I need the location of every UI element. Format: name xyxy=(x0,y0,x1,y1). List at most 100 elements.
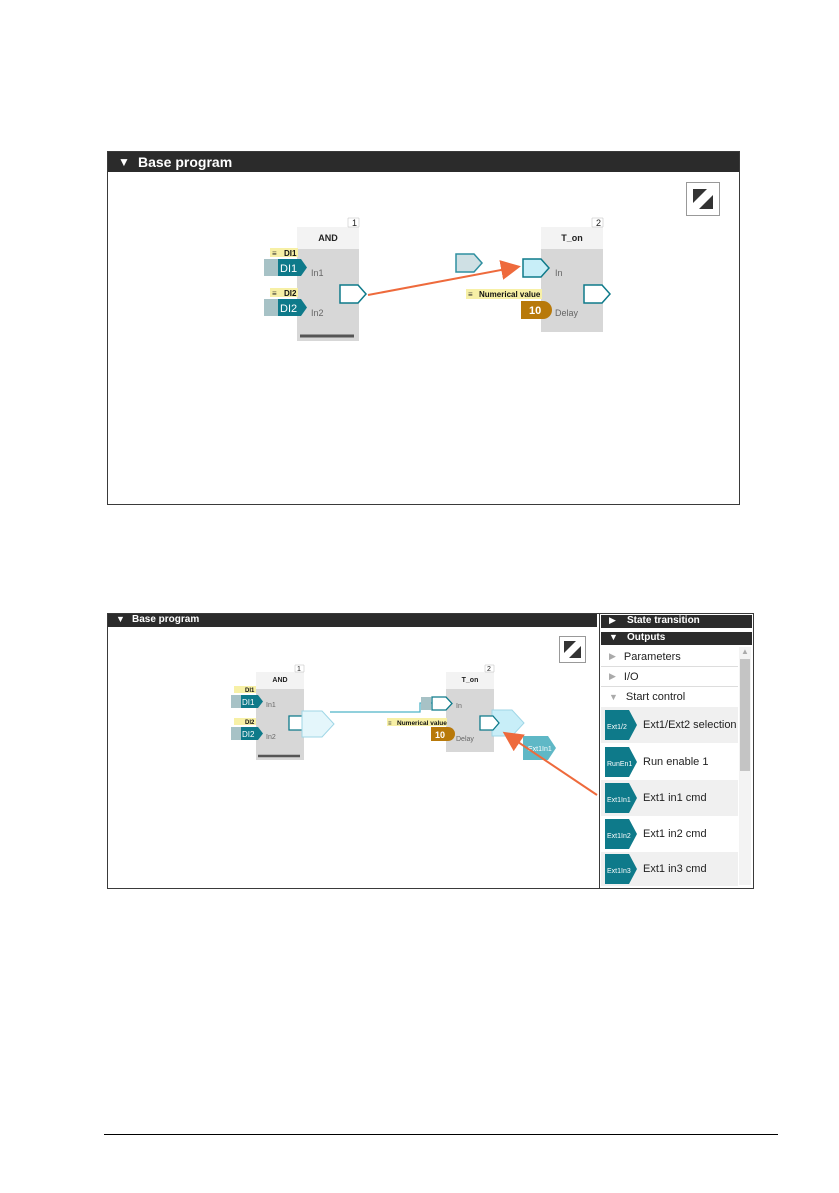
di1-input-tag-2[interactable]: DI1 DI1 xyxy=(231,686,263,708)
header-title: Base program xyxy=(132,614,200,625)
fit-view-button[interactable] xyxy=(686,182,720,216)
output-item-label: Ext1 in3 cmd xyxy=(643,863,707,875)
dragged-port[interactable] xyxy=(455,253,484,273)
delay-value: 10 xyxy=(435,730,445,740)
output-tag-icon: Ext1In2 xyxy=(605,819,637,849)
parameters-label: Parameters xyxy=(623,650,681,663)
output-tag-icon: Ext1In1 xyxy=(605,783,637,813)
ton-in-label: In xyxy=(456,703,462,710)
and-in2-label: In2 xyxy=(311,308,324,318)
output-tag-icon: Ext1/2 xyxy=(605,710,637,740)
io-group[interactable]: ▶ I/O xyxy=(601,667,738,687)
collapse-triangle-icon[interactable]: ▼ xyxy=(609,632,618,642)
collapse-triangle-icon[interactable]: ▼ xyxy=(118,155,130,169)
di1-label: DI1 xyxy=(245,688,255,694)
and-in1-label: In1 xyxy=(266,702,276,709)
output-item-label: Ext1/Ext2 selection xyxy=(643,719,737,731)
ton-in-port[interactable] xyxy=(431,696,453,711)
parameters-group[interactable]: ▶ Parameters xyxy=(601,647,738,667)
di1-tag: DI1 xyxy=(280,263,297,275)
svg-text:Ext1In1: Ext1In1 xyxy=(607,797,631,804)
program-canvas-1[interactable] xyxy=(107,151,740,505)
output-tag-icon: RunEn1 xyxy=(605,747,637,777)
and-output-port[interactable] xyxy=(339,284,368,304)
fit-view-button-2[interactable] xyxy=(559,636,586,663)
di1-tag: DI1 xyxy=(242,698,255,707)
di1-input-tag[interactable]: ≡ DI1 DI1 xyxy=(264,248,307,276)
expand-triangle-icon: ▶ xyxy=(609,651,616,661)
output-item[interactable]: RunEn1 Run enable 1 xyxy=(601,744,738,780)
output-item[interactable]: Ext1In3 Ext1 in3 cmd xyxy=(601,852,738,886)
scroll-thumb[interactable] xyxy=(740,659,750,771)
and-block-2[interactable]: AND 1 In1 In2 xyxy=(256,664,335,760)
header-title: Base program xyxy=(138,154,233,170)
output-item[interactable]: Ext1In2 Ext1 in2 cmd xyxy=(601,816,738,852)
and-block-title: AND xyxy=(272,677,287,684)
di2-input-tag[interactable]: ≡ DI2 DI2 xyxy=(264,288,307,316)
start-control-label: Start control xyxy=(625,690,686,703)
di2-label: DI2 xyxy=(245,720,255,726)
ton-block-number: 2 xyxy=(596,218,601,228)
and-output-highlight xyxy=(301,710,335,738)
output-item[interactable]: Ext1/2 Ext1/Ext2 selection xyxy=(601,707,738,743)
outputs-label: Outputs xyxy=(627,632,666,643)
dragged-ext1in1-tag[interactable]: Ext1In1 xyxy=(523,736,556,760)
ton-block[interactable]: T_on 2 In Delay xyxy=(522,217,612,332)
di1-label-icon: ≡ xyxy=(272,249,277,258)
fit-view-icon xyxy=(564,641,581,658)
numerical-value-tag-2[interactable]: ≡ Numerical value 10 xyxy=(387,718,455,741)
output-item-label: Ext1 in2 cmd xyxy=(643,828,707,840)
expand-triangle-icon[interactable]: ▶ xyxy=(609,615,616,625)
page-footer-rule xyxy=(104,1134,778,1135)
drag-arrow-1 xyxy=(367,260,521,296)
delay-value: 10 xyxy=(529,305,541,317)
ton-block-number: 2 xyxy=(487,666,491,673)
and-block-number: 1 xyxy=(352,218,357,228)
di2-label: DI2 xyxy=(284,289,297,298)
fit-view-icon xyxy=(693,189,713,209)
di1-label: DI1 xyxy=(284,249,297,258)
svg-text:RunEn1: RunEn1 xyxy=(607,761,632,768)
numerical-label-icon: ≡ xyxy=(388,721,392,727)
di2-label-icon: ≡ xyxy=(272,289,277,298)
svg-text:Ext1In1: Ext1In1 xyxy=(528,746,552,753)
state-transition-header[interactable]: ▶ State transition xyxy=(601,615,752,628)
side-panel-scrollbar[interactable]: ▲ xyxy=(739,647,751,885)
ton-delay-label: Delay xyxy=(555,308,579,318)
di2-tag: DI2 xyxy=(242,730,255,739)
and-block[interactable]: AND 1 In1 In2 xyxy=(297,217,368,341)
numerical-label: Numerical value xyxy=(397,720,447,727)
ton-in-label: In xyxy=(555,268,563,278)
base-program-header-1[interactable]: ▼ Base program xyxy=(108,152,739,172)
output-item-label: Ext1 in1 cmd xyxy=(643,792,707,804)
numerical-value-tag[interactable]: ≡ Numerical value 10 xyxy=(466,289,552,319)
start-control-group[interactable]: ▼ Start control xyxy=(601,687,738,706)
output-item-label: Run enable 1 xyxy=(643,756,709,768)
and-block-title: AND xyxy=(318,233,338,243)
ton-in-port-highlight[interactable] xyxy=(522,258,551,278)
connection-line[interactable] xyxy=(330,702,432,713)
output-item[interactable]: Ext1In1 Ext1 in1 cmd xyxy=(601,780,738,816)
svg-text:Ext1In3: Ext1In3 xyxy=(607,868,631,875)
and-in2-label: In2 xyxy=(266,734,276,741)
di2-input-tag-2[interactable]: DI2 DI2 xyxy=(231,718,263,740)
output-tag-icon: Ext1In3 xyxy=(605,854,637,884)
scroll-up-arrow-icon[interactable]: ▲ xyxy=(741,647,749,656)
and-block-number: 1 xyxy=(297,666,301,673)
ton-block-title: T_on xyxy=(462,677,479,684)
ton-output-port[interactable] xyxy=(583,284,612,304)
ton-output-port[interactable] xyxy=(479,715,500,731)
di2-tag: DI2 xyxy=(280,303,297,315)
state-transition-label: State transition xyxy=(627,615,700,626)
drag-arrow-2 xyxy=(502,731,598,796)
svg-text:Ext1In2: Ext1In2 xyxy=(607,833,631,840)
collapse-triangle-icon[interactable]: ▼ xyxy=(116,614,125,624)
outputs-header[interactable]: ▼ Outputs xyxy=(601,632,752,645)
ton-block-2[interactable]: T_on 2 In Delay xyxy=(421,664,525,752)
base-program-header-2[interactable]: ▼ Base program xyxy=(108,614,597,627)
ton-block-title: T_on xyxy=(561,233,583,243)
numerical-label: Numerical value xyxy=(479,290,541,299)
ton-delay-label: Delay xyxy=(456,736,474,743)
